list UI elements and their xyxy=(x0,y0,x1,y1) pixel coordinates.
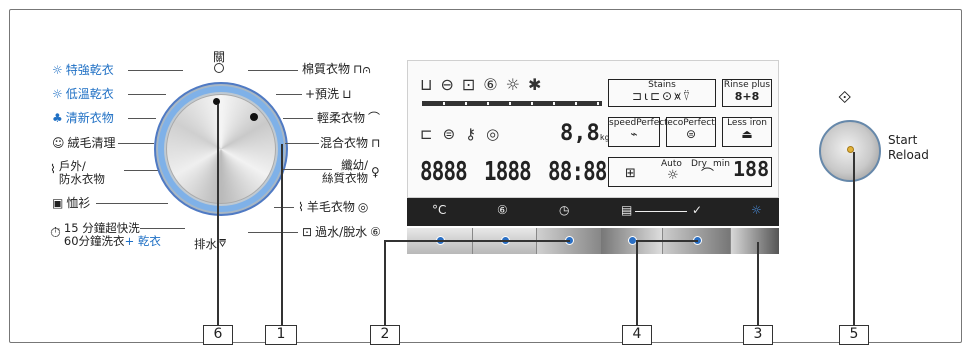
stains-box: Stains ⊐⍳⊏⊙⩙⍢ xyxy=(608,79,716,107)
lint-icon: ☺ xyxy=(52,136,65,150)
prewash-icon: ⊔ xyxy=(342,87,352,101)
wash-phase-icon: ⊖ xyxy=(440,75,462,94)
status-icons: ⊏⊜⚷◎ xyxy=(420,125,509,143)
program-refresh[interactable]: ♣ 清新衣物 xyxy=(52,111,114,125)
spin-icon: ⑥ xyxy=(370,225,381,239)
program-rinse-spin[interactable]: ⊡ 過水/脫水 ⑥ xyxy=(302,225,381,239)
segment-display-3: 88:88 xyxy=(548,157,607,187)
rinse-plus-box: Rinse plus 8+8 xyxy=(722,79,772,107)
sun-icon: ☼ xyxy=(52,63,63,77)
spin-phase-icon: ⑥ xyxy=(483,75,506,94)
drain-label[interactable]: 排水 ⩢ xyxy=(194,236,226,251)
menu-key-icon: ▤ xyxy=(621,203,633,217)
detergent-icon: ⊜ xyxy=(442,125,466,143)
progress-bar xyxy=(422,101,602,106)
off-label: 關 xyxy=(213,50,226,64)
knob-pointer xyxy=(213,98,220,105)
rinse-icon: ⊡ xyxy=(302,225,313,239)
refresh-icon: ♣ xyxy=(52,111,63,125)
tap-icon: ⊏ xyxy=(420,125,443,143)
eco-perfect-box: ecoPerfect ⊜ xyxy=(666,117,716,147)
program-mixed[interactable]: 混合衣物 ⊓ xyxy=(320,136,381,150)
knob-face[interactable] xyxy=(166,94,276,204)
program-outdoor[interactable]: ⌇ 戶外/防水衣物 xyxy=(50,159,105,186)
program-lint-removal[interactable]: ☺ 絨毛清理 xyxy=(52,136,116,150)
clock-key-icon: ◷ xyxy=(559,203,570,217)
callout-4: 4 xyxy=(622,325,652,345)
off-indicator xyxy=(214,63,224,73)
dry-phase-icon: ☼ xyxy=(505,75,528,94)
program-shirts[interactable]: ▣ 恤衫 xyxy=(52,196,91,210)
less-iron-box: Less iron ⏏ xyxy=(722,117,772,147)
hand-wash-icon: ⌇ xyxy=(298,200,304,214)
knob-position-dot xyxy=(250,113,258,121)
rinse-phase-icon: ⊡ xyxy=(461,75,484,94)
segment-display-2: 1888 xyxy=(484,157,532,187)
timer-box-icon: ⊞ xyxy=(625,166,636,181)
dry-box: Auto Dry min ⊞ ☼ ⌒ 188 xyxy=(608,157,772,187)
phase-icons: ⊔⊖⊡⑥☼✱ xyxy=(420,75,549,94)
program-cotton[interactable]: 棉質衣物 ⊓⩀ xyxy=(302,62,371,76)
stains-icons: ⊐⍳⊏⊙⩙⍢ xyxy=(631,89,693,103)
program-delicate[interactable]: 輕柔衣物 ⌒ xyxy=(317,111,381,125)
silk-icon: ♀ xyxy=(371,165,380,179)
callout-6: 6 xyxy=(203,325,233,345)
program-wool[interactable]: ⌇ 羊毛衣物 ◎ xyxy=(298,200,369,214)
speed-perfect-box: speedPerfect ⌁ xyxy=(608,117,668,147)
low-sun-icon: ☼ xyxy=(52,87,63,101)
lcd-display: ⊔⊖⊡⑥☼✱ ⊏⊜⚷◎ 8,8kg 8888 1888 88:88 Stains… xyxy=(407,60,779,198)
start-indicator-led xyxy=(847,146,854,153)
wool-icon: ◎ xyxy=(357,200,369,214)
speed-perfect-icon: ⌁ xyxy=(630,127,638,141)
start-symbol-icon: ⟐ xyxy=(838,88,852,108)
callout-5: 5 xyxy=(839,325,869,345)
iron-icon: ⏏ xyxy=(741,127,753,141)
cool-phase-icon: ✱ xyxy=(527,75,550,94)
eco-perfect-icon: ⊜ xyxy=(685,127,697,141)
dry-button[interactable] xyxy=(731,228,779,254)
cotton-icon: ⊓⩀ xyxy=(353,62,371,76)
load-display: 8,8kg xyxy=(560,121,610,146)
key-icon-strip: °C ⑥ ◷ ▤ ✓ ☼ xyxy=(407,198,779,226)
auto-dry-icon: ☼ xyxy=(667,168,679,183)
callout-1: 1 xyxy=(265,325,297,345)
temperature-key-icon: °C xyxy=(432,203,447,217)
program-intensive-dry[interactable]: ☼ 特強乾衣 xyxy=(52,63,114,77)
callout-3: 3 xyxy=(743,325,773,345)
program-silk[interactable]: 纖幼/絲質衣物 ♀ xyxy=(322,158,380,185)
shirt-icon: ▣ xyxy=(52,196,64,210)
dry-key-icon: ☼ xyxy=(751,203,762,217)
key-icon: ⚷ xyxy=(465,125,487,143)
confirm-key-icon: ✓ xyxy=(692,203,703,217)
hang-dry-icon: ⌒ xyxy=(701,168,715,183)
door-icon: ◎ xyxy=(486,125,510,143)
prewash-phase-icon: ⊔ xyxy=(420,75,441,94)
program-prewash[interactable]: +預洗 ⊔ xyxy=(305,87,352,101)
delicate-icon: ⌒ xyxy=(368,111,381,125)
outdoor-icon: ⌇ xyxy=(50,162,56,176)
drain-icon: ⩢ xyxy=(219,236,226,250)
program-low-temp-dry[interactable]: ☼ 低溫乾衣 xyxy=(52,87,114,101)
timer-icon: ⏱ xyxy=(50,225,61,241)
callout-2: 2 xyxy=(370,325,400,345)
spin-key-icon: ⑥ xyxy=(497,203,508,217)
mixed-icon: ⊓ xyxy=(371,136,381,150)
start-label: Start Reload xyxy=(888,133,929,162)
segment-display-1: 8888 xyxy=(420,157,468,187)
start-reload-button[interactable] xyxy=(819,120,881,182)
